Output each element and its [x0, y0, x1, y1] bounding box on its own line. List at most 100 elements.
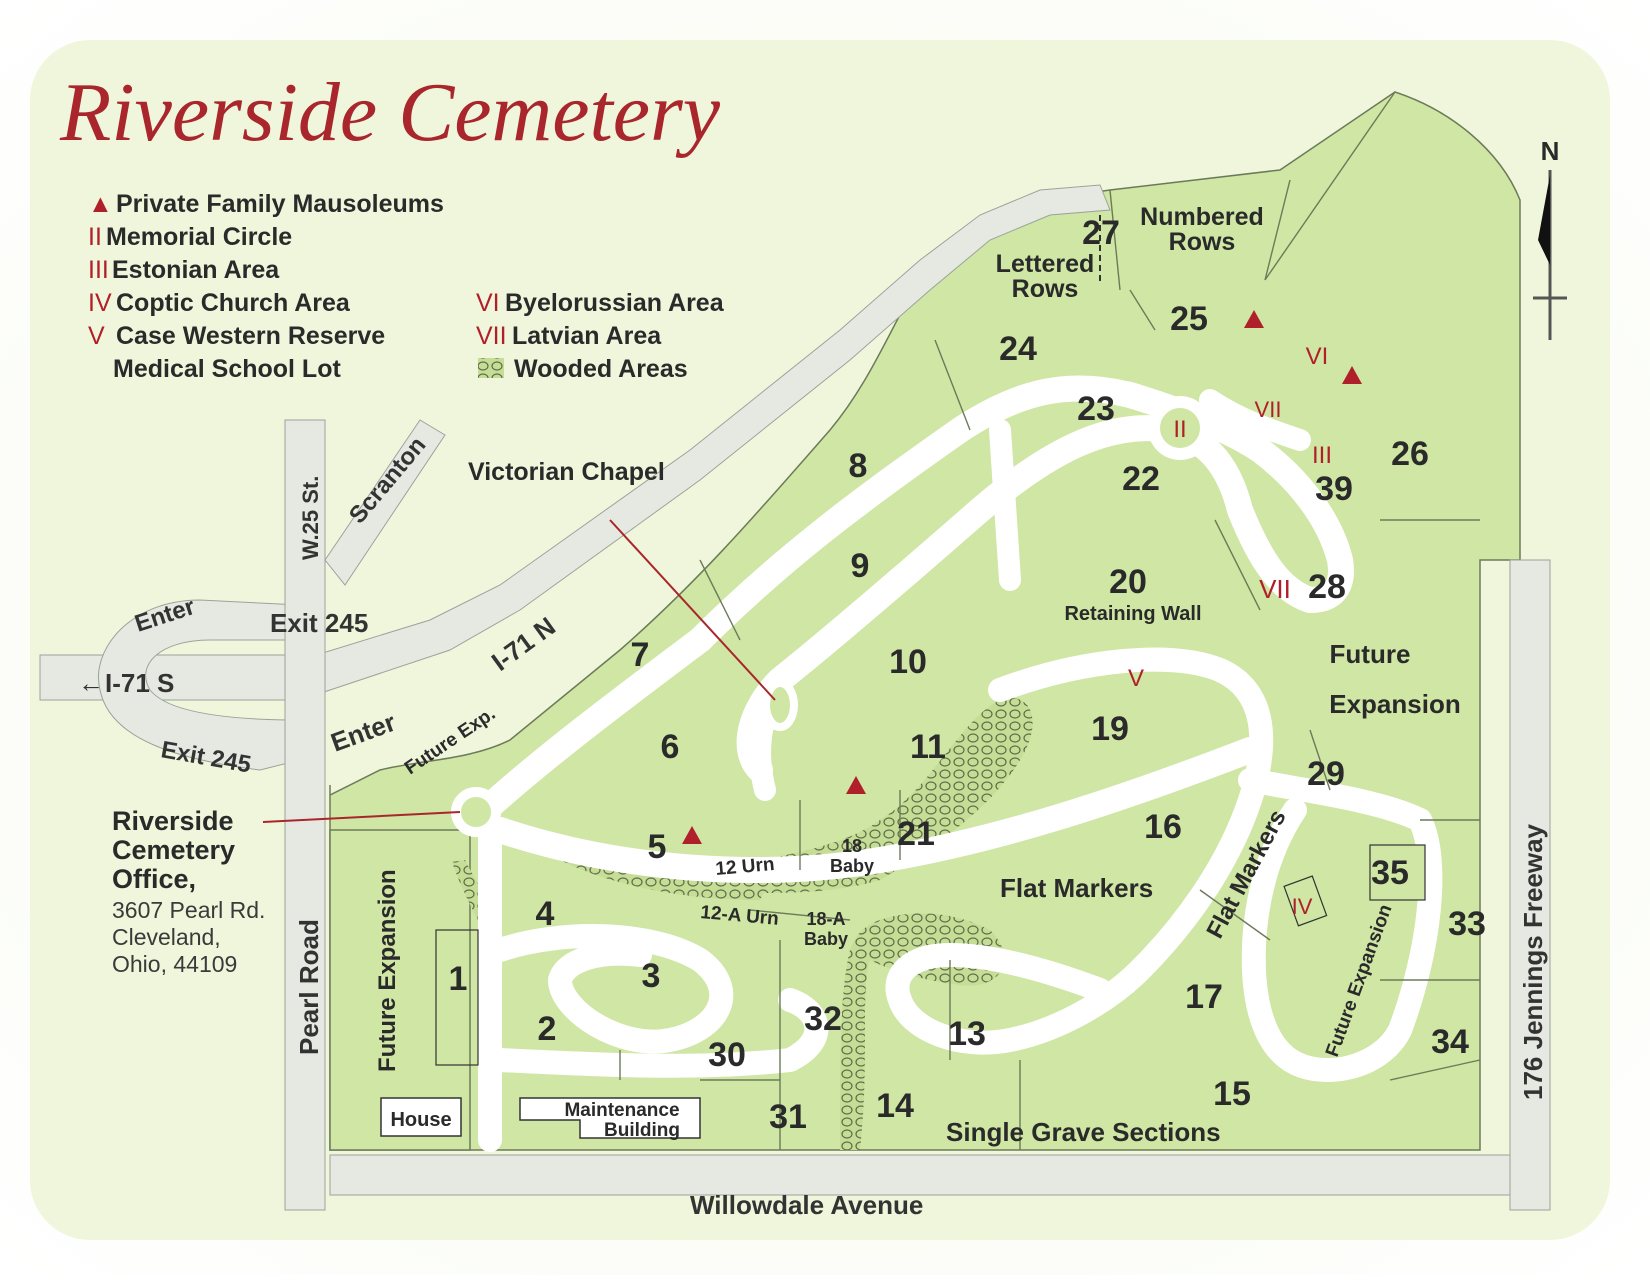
- baby-18-label: 18: [842, 836, 862, 856]
- section-number: 9: [851, 547, 870, 585]
- section-number: 20: [1109, 563, 1147, 601]
- single-grave-sections-label: Single Grave Sections: [946, 1117, 1221, 1147]
- i71-south-ramp: [39, 654, 301, 701]
- legend-item-wooded: Wooded Areas: [514, 355, 688, 383]
- house-building: [380, 1097, 462, 1137]
- section-number: 29: [1307, 755, 1345, 793]
- section-number: 19: [1091, 710, 1129, 748]
- office-address-line: Cleveland,: [112, 924, 221, 950]
- legend-symbol: III: [88, 256, 109, 284]
- section-number: 23: [1077, 390, 1115, 428]
- willowdale-avenue: [329, 1154, 1521, 1196]
- memorial-circle-marker: II: [1173, 416, 1186, 443]
- coptic-area-box: [1283, 875, 1328, 927]
- legend-item-latvian: Latvian Area: [512, 322, 662, 350]
- exit-245-label-top: Exit 245: [270, 608, 368, 638]
- section-number: 10: [889, 643, 927, 681]
- baby-18a-label: Baby: [804, 929, 848, 949]
- w25-street-label: W.25 St.: [298, 476, 323, 560]
- office-address-line: 3607 Pearl Rd.: [112, 897, 265, 923]
- legend-item-mausoleums: Private Family Mausoleums: [116, 190, 444, 218]
- north-label: N: [1541, 136, 1560, 166]
- section-number: 31: [769, 1098, 807, 1136]
- interchange-loop: [98, 599, 301, 771]
- section-number: 1: [449, 960, 468, 998]
- section-number: 7: [631, 636, 650, 674]
- section-number: 8: [849, 447, 868, 485]
- lettered-rows-label: Lettered: [996, 250, 1095, 278]
- section-number: 34: [1431, 1023, 1469, 1061]
- office-name-line: Cemetery: [112, 835, 235, 865]
- pearl-road: [284, 419, 326, 1211]
- section-number: 21: [897, 815, 935, 853]
- section-number: 5: [648, 828, 667, 866]
- legend-item-memorial-circle: Memorial Circle: [106, 223, 292, 251]
- legend-item-case-western: Case Western Reserve: [116, 322, 385, 350]
- flat-markers-label: Flat Markers: [1000, 873, 1153, 903]
- mausoleum-icon: [682, 826, 702, 844]
- chapel-pointer: [609, 519, 776, 701]
- legend-symbol: VII: [476, 322, 507, 350]
- west-grounds: [329, 829, 471, 1151]
- legend-item-coptic: Coptic Church Area: [116, 289, 351, 317]
- legend-symbol: VI: [476, 289, 500, 317]
- numbered-rows-label: Rows: [1169, 228, 1236, 256]
- retaining-wall-label: Retaining Wall: [1064, 603, 1201, 625]
- legend-item-medical-school: Medical School Lot: [113, 355, 341, 383]
- mausoleum-icons: [682, 310, 1362, 844]
- scranton-road: [324, 419, 446, 586]
- legend-item-estonian: Estonian Area: [112, 256, 280, 284]
- section-number: 28: [1308, 568, 1346, 606]
- section-number: 14: [876, 1087, 914, 1125]
- future-expansion-label: Future: [1330, 639, 1411, 669]
- future-expansion-label: Expansion: [1329, 689, 1460, 719]
- i71s-label: I-71 S: [105, 668, 174, 698]
- mausoleum-icon: [1342, 366, 1362, 384]
- future-expansion-west-label: Future Expansion: [374, 869, 401, 1072]
- wooded-area: [840, 913, 1005, 1150]
- section-number: 30: [708, 1036, 746, 1074]
- section-number: 13: [948, 1015, 986, 1053]
- office-circle: [451, 787, 501, 837]
- section-1-box: [435, 929, 479, 1066]
- legend-item-byelorussian: Byelorussian Area: [505, 289, 725, 317]
- section-number: 15: [1213, 1075, 1251, 1113]
- section-35-box: [1369, 844, 1426, 901]
- office-name-line: Office,: [112, 864, 196, 894]
- numbered-rows-label: Numbered: [1140, 203, 1264, 231]
- maintenance-label: Maintenance: [564, 1100, 679, 1121]
- section-number: 3: [642, 957, 661, 995]
- coptic-area-marker: IV: [1292, 894, 1313, 919]
- office-pointer: [262, 811, 461, 823]
- case-western-marker: V: [1128, 665, 1144, 692]
- section-number: 35: [1371, 854, 1409, 892]
- cemetery-office-info: Riverside Cemetery Office, 3607 Pearl Rd…: [112, 806, 265, 977]
- latvian-marker: VII: [1255, 397, 1282, 422]
- maintenance-building: [519, 1097, 701, 1139]
- arrow-left-icon: ←: [78, 668, 104, 698]
- latvian-marker: VII: [1259, 574, 1291, 604]
- maintenance-label: Building: [604, 1120, 680, 1141]
- jennings-freeway: [1509, 559, 1551, 1211]
- section-number: 24: [999, 330, 1037, 368]
- section-number: 22: [1122, 460, 1160, 498]
- section-numbers: 1 2 3 4 5 6 7 8 9 10 11 13 14 15 16 17 1…: [449, 214, 1486, 1136]
- memorial-circle: [1148, 396, 1212, 460]
- chapel-island: [762, 679, 798, 731]
- pearl-road-label: Pearl Road: [294, 919, 324, 1055]
- section-number: 33: [1448, 905, 1486, 943]
- section-number: 6: [661, 728, 680, 766]
- lettered-rows-label: Rows: [1012, 275, 1079, 303]
- estonian-area-marker: III: [1312, 442, 1332, 469]
- section-number: 4: [536, 895, 555, 933]
- baby-18-label: Baby: [830, 856, 874, 876]
- section-number: 25: [1170, 300, 1208, 338]
- house-label: House: [390, 1109, 451, 1131]
- legend: ▲ Private Family Mausoleums II Memorial …: [88, 190, 725, 383]
- section-number: 39: [1315, 470, 1353, 508]
- legend-symbol: IV: [88, 289, 112, 317]
- wooded-legend-icon: [478, 358, 504, 378]
- section-number: 27: [1082, 214, 1120, 252]
